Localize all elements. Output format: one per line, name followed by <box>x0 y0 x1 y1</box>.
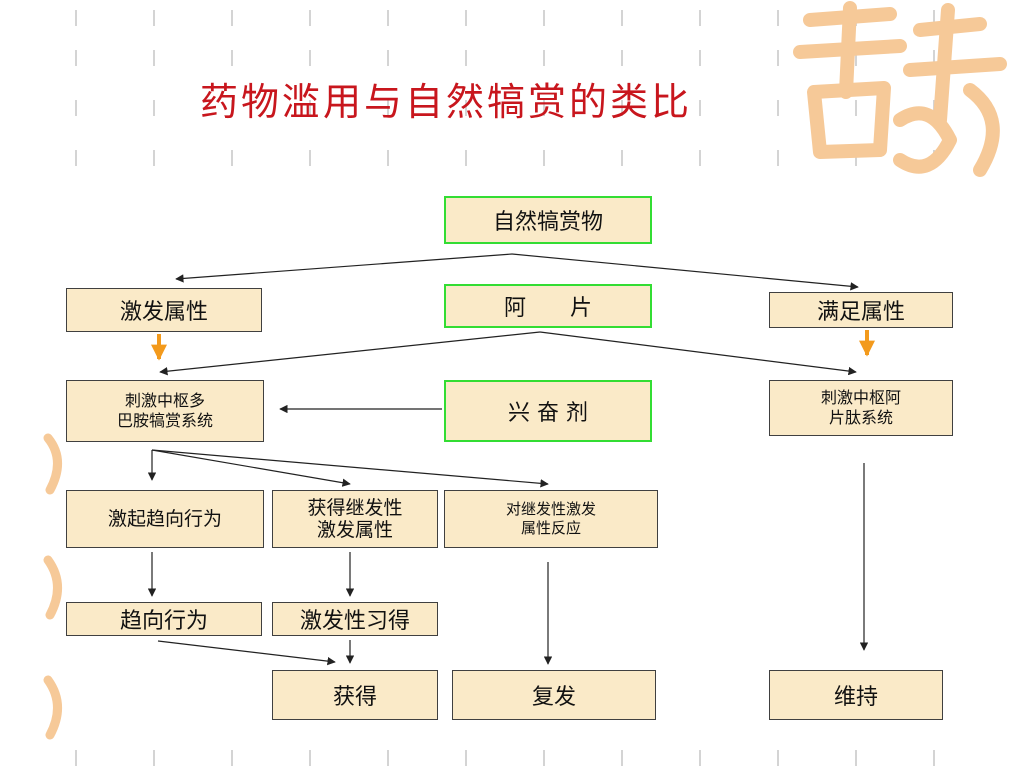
arrow-reward-to-satiation <box>511 253 859 291</box>
box-opioid-system: 刺激中枢阿 片肽系统 <box>769 380 953 436</box>
box-relapse: 复发 <box>452 670 656 720</box>
box-dopamine-system: 刺激中枢多 巴胺犒赏系统 <box>66 380 264 442</box>
box-stimulant: 兴 奋 剂 <box>444 380 652 442</box>
box-acquire: 获得 <box>272 670 438 720</box>
arrow-dopamine-to-acquire-secondary <box>151 449 351 487</box>
arrow-behavior-to-acquire <box>157 640 336 666</box>
arrow-opium-to-opioid <box>539 331 857 376</box>
arrow-reward-to-arousal <box>175 253 513 283</box>
box-opium: 阿 片 <box>444 284 652 328</box>
arrow-dopamine-to-secondary-response <box>151 449 549 488</box>
box-arousal-learning: 激发性习得 <box>272 602 438 636</box>
box-satiation-property: 满足属性 <box>769 292 953 328</box>
slide-title: 药物滥用与自然犒赏的类比 <box>200 80 693 124</box>
arrow-opium-to-dopamine <box>159 331 541 376</box>
decorative-calligraphy-emblem <box>793 1 1007 177</box>
box-natural-reward: 自然犒赏物 <box>444 196 652 244</box>
box-approach-behavior: 趋向行为 <box>66 602 262 636</box>
box-acquire-secondary: 获得继发性 激发属性 <box>272 490 438 548</box>
box-arousal-property: 激发属性 <box>66 288 262 332</box>
decorative-side-marks <box>43 433 62 740</box>
box-approach-behavior-arousal: 激起趋向行为 <box>66 490 264 548</box>
box-secondary-response: 对继发性激发 属性反应 <box>444 490 658 548</box>
box-maintain: 维持 <box>769 670 943 720</box>
